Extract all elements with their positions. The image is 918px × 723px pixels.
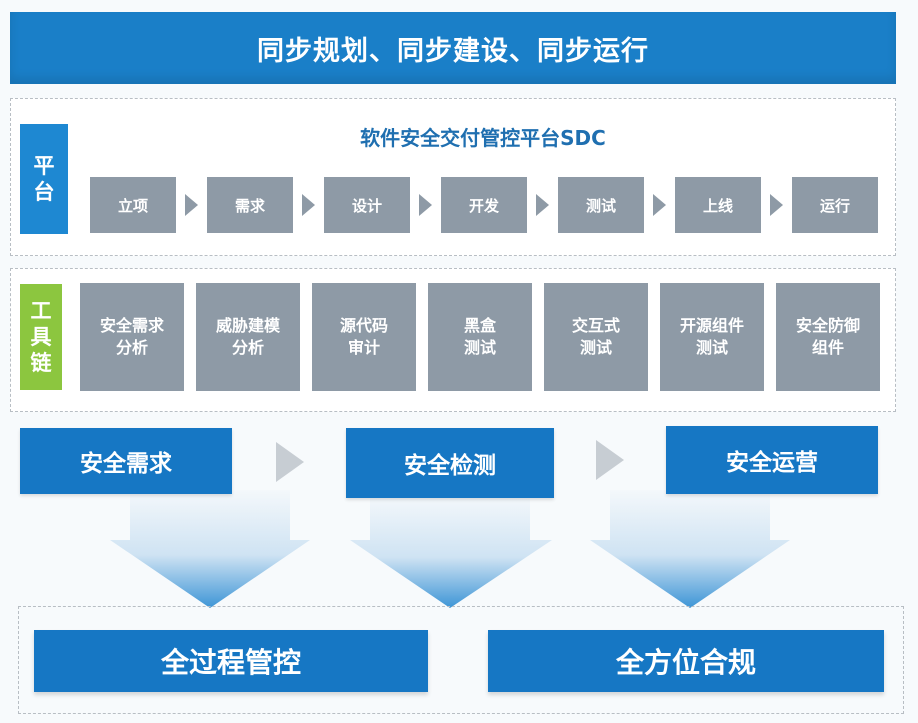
- stage-initiation: 立项: [90, 177, 176, 233]
- funnel-arrow-operations: [590, 490, 790, 608]
- stage-design: 设计: [324, 177, 410, 233]
- tool-threat-modeling-analysis: 威胁建模分析: [196, 283, 300, 391]
- phase-security-detection: 安全检测: [346, 428, 554, 498]
- stage-requirements: 需求: [207, 177, 293, 233]
- tool-security-requirements-analysis: 安全需求分析: [80, 283, 184, 391]
- funnel-arrow-detection: [350, 495, 552, 608]
- stage-operation: 运行: [792, 177, 878, 233]
- stage-development: 开发: [441, 177, 527, 233]
- tool-black-box-testing: 黑盒测试: [428, 283, 532, 391]
- tool-interactive-testing: 交互式测试: [544, 283, 648, 391]
- top-banner: 同步规划、同步建设、同步运行: [10, 12, 896, 84]
- platform-tab: 平 台: [20, 124, 68, 234]
- phase-security-requirements: 安全需求: [20, 428, 232, 494]
- stage-arrow: [419, 194, 432, 216]
- outcome-full-process-control: 全过程管控: [34, 630, 428, 692]
- toolchain-tab: 工 具 链: [20, 284, 62, 390]
- phase-security-operations: 安全运营: [666, 426, 878, 494]
- outcome-section: [18, 606, 904, 714]
- platform-title: 软件安全交付管控平台SDC: [360, 125, 606, 150]
- stage-testing: 测试: [558, 177, 644, 233]
- tool-source-code-audit: 源代码审计: [312, 283, 416, 391]
- stage-arrow: [536, 194, 549, 216]
- tool-security-defense-components: 安全防御组件: [776, 283, 880, 391]
- stage-arrow: [653, 194, 666, 216]
- stage-arrow: [770, 194, 783, 216]
- outcome-all-round-compliance: 全方位合规: [488, 630, 884, 692]
- stage-arrow: [302, 194, 315, 216]
- phase-arrow: [596, 440, 624, 480]
- funnel-arrow-requirements: [110, 490, 310, 608]
- phase-arrow: [276, 442, 304, 482]
- tool-open-source-component-testing: 开源组件测试: [660, 283, 764, 391]
- stage-launch: 上线: [675, 177, 761, 233]
- stage-arrow: [185, 194, 198, 216]
